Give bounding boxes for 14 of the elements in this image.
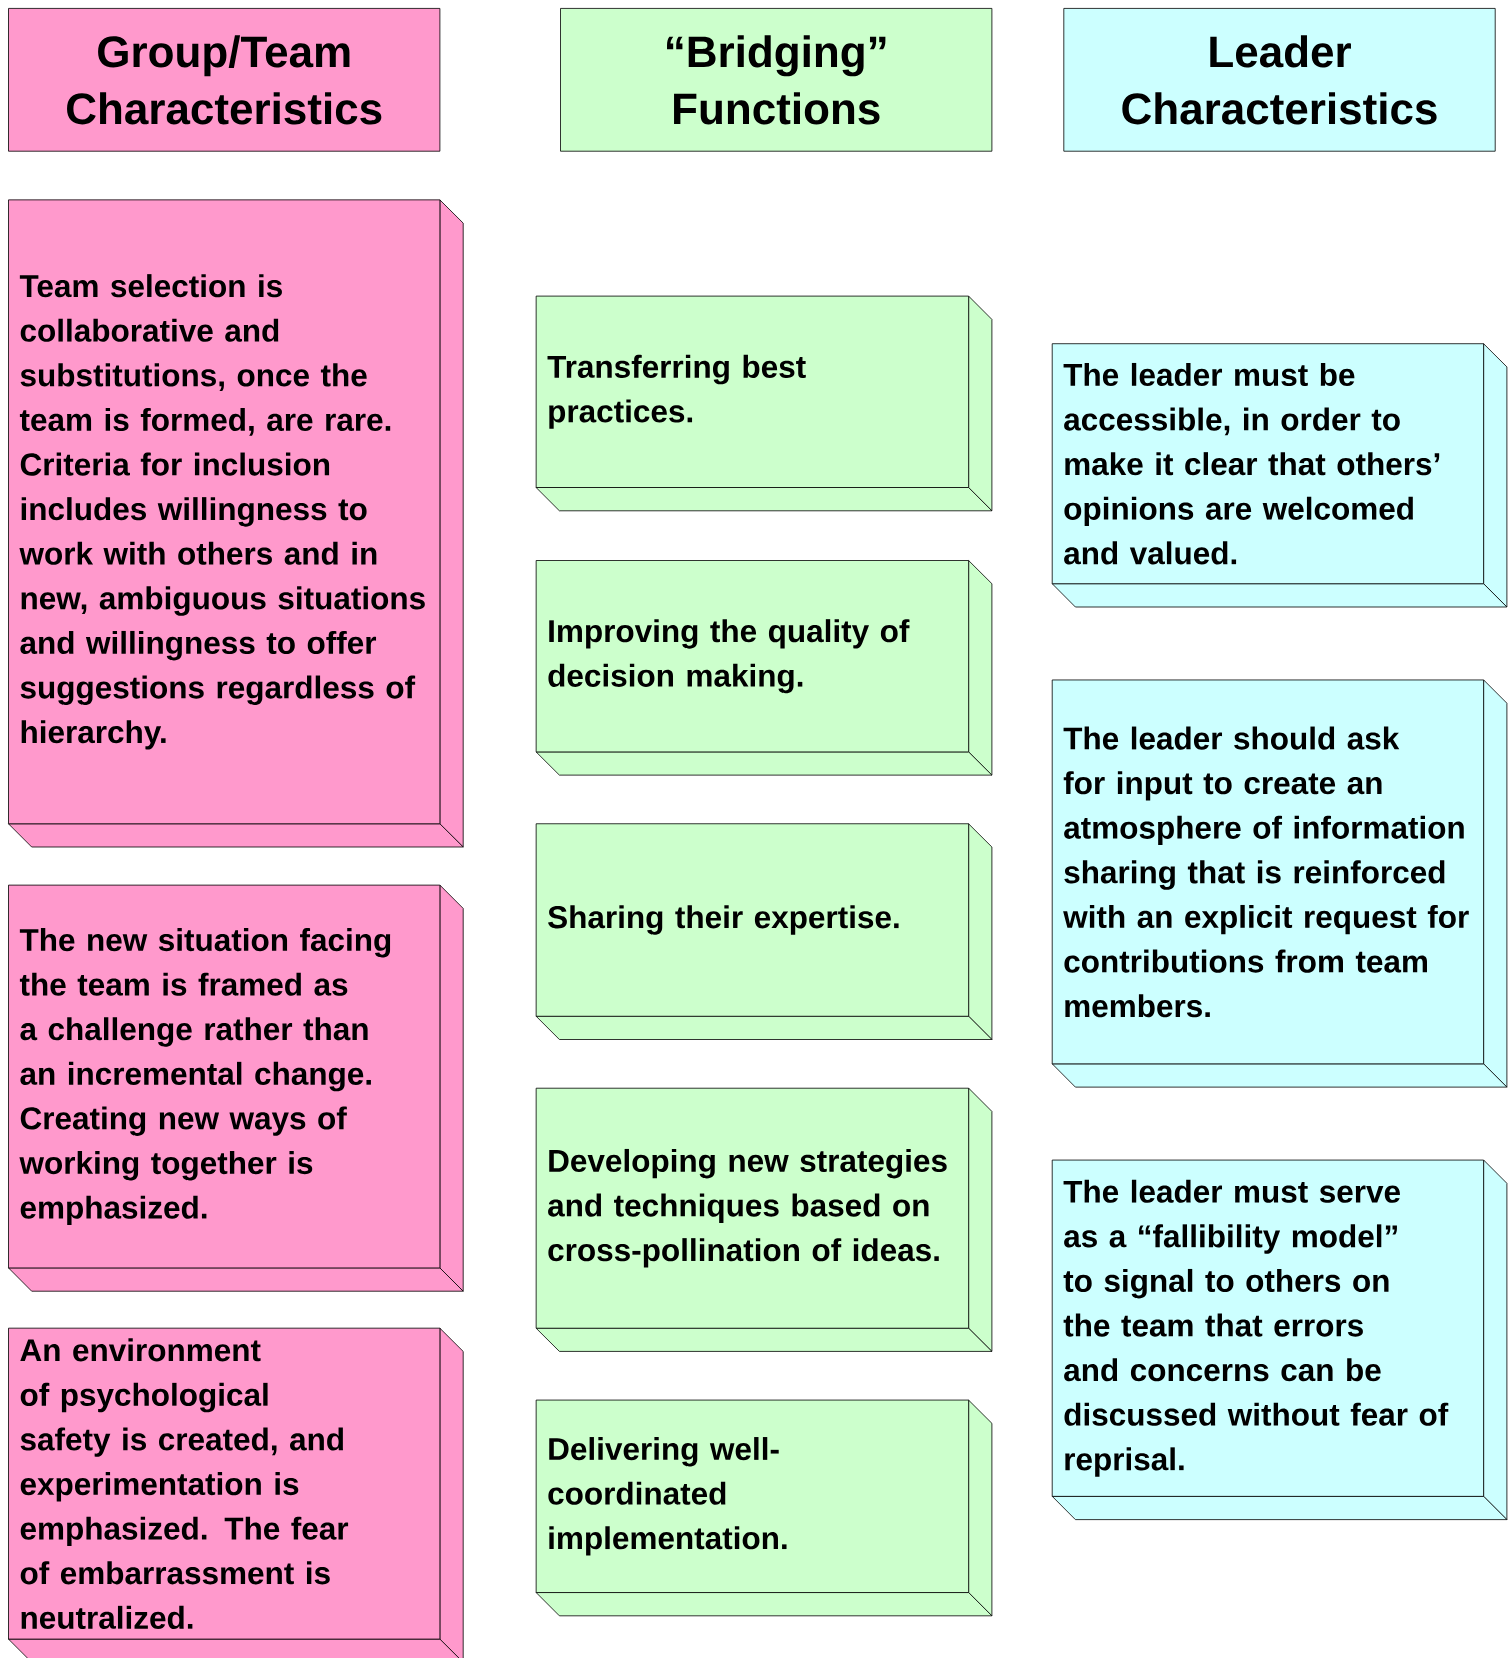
header-box: Group/Team Characteristics [8, 8, 441, 152]
text-box: The leader must serve as a “fallibility model” to signal to others on the team that errors and concerns can be discussed without fear of reprisal. [1051, 1159, 1508, 1520]
text-box: Transferring best practices. [535, 295, 993, 512]
text-box: An environment of psychological safety is created, and experimentation is emphasized. The fear of embarrassment is neutralized. [8, 1327, 464, 1658]
text-box: Sharing their expertise. [535, 823, 993, 1040]
text-box: Team selection is collaborative and substitutions, once the team is formed, are rare. Criteria for inclusion includes willingness to work with others and in new, ambiguous situations and willingness to offer suggestions regardless of hierarchy. [8, 199, 464, 848]
header-box: Leader Characteristics [1063, 8, 1496, 152]
text-box: The leader should ask for input to create an atmosphere of information sharing that is reinforced with an explicit request for contributions from team members. [1051, 679, 1508, 1088]
text-box: Delivering well-coordinated implementation. [535, 1399, 993, 1617]
text-box: The new situation facing the team is framed as a challenge rather than an incremental change. Creating new ways of working together is emphasized. [8, 884, 464, 1292]
text-box: Developing new strategies and techniques based on cross-pollination of ideas. [535, 1087, 993, 1352]
header-box: “Bridging” Functions [560, 8, 993, 152]
text-box: Improving the quality of decision making. [535, 560, 993, 776]
text-box: The leader must be accessible, in order to make it clear that others’ opinions are welcomed and valued. [1051, 343, 1508, 608]
